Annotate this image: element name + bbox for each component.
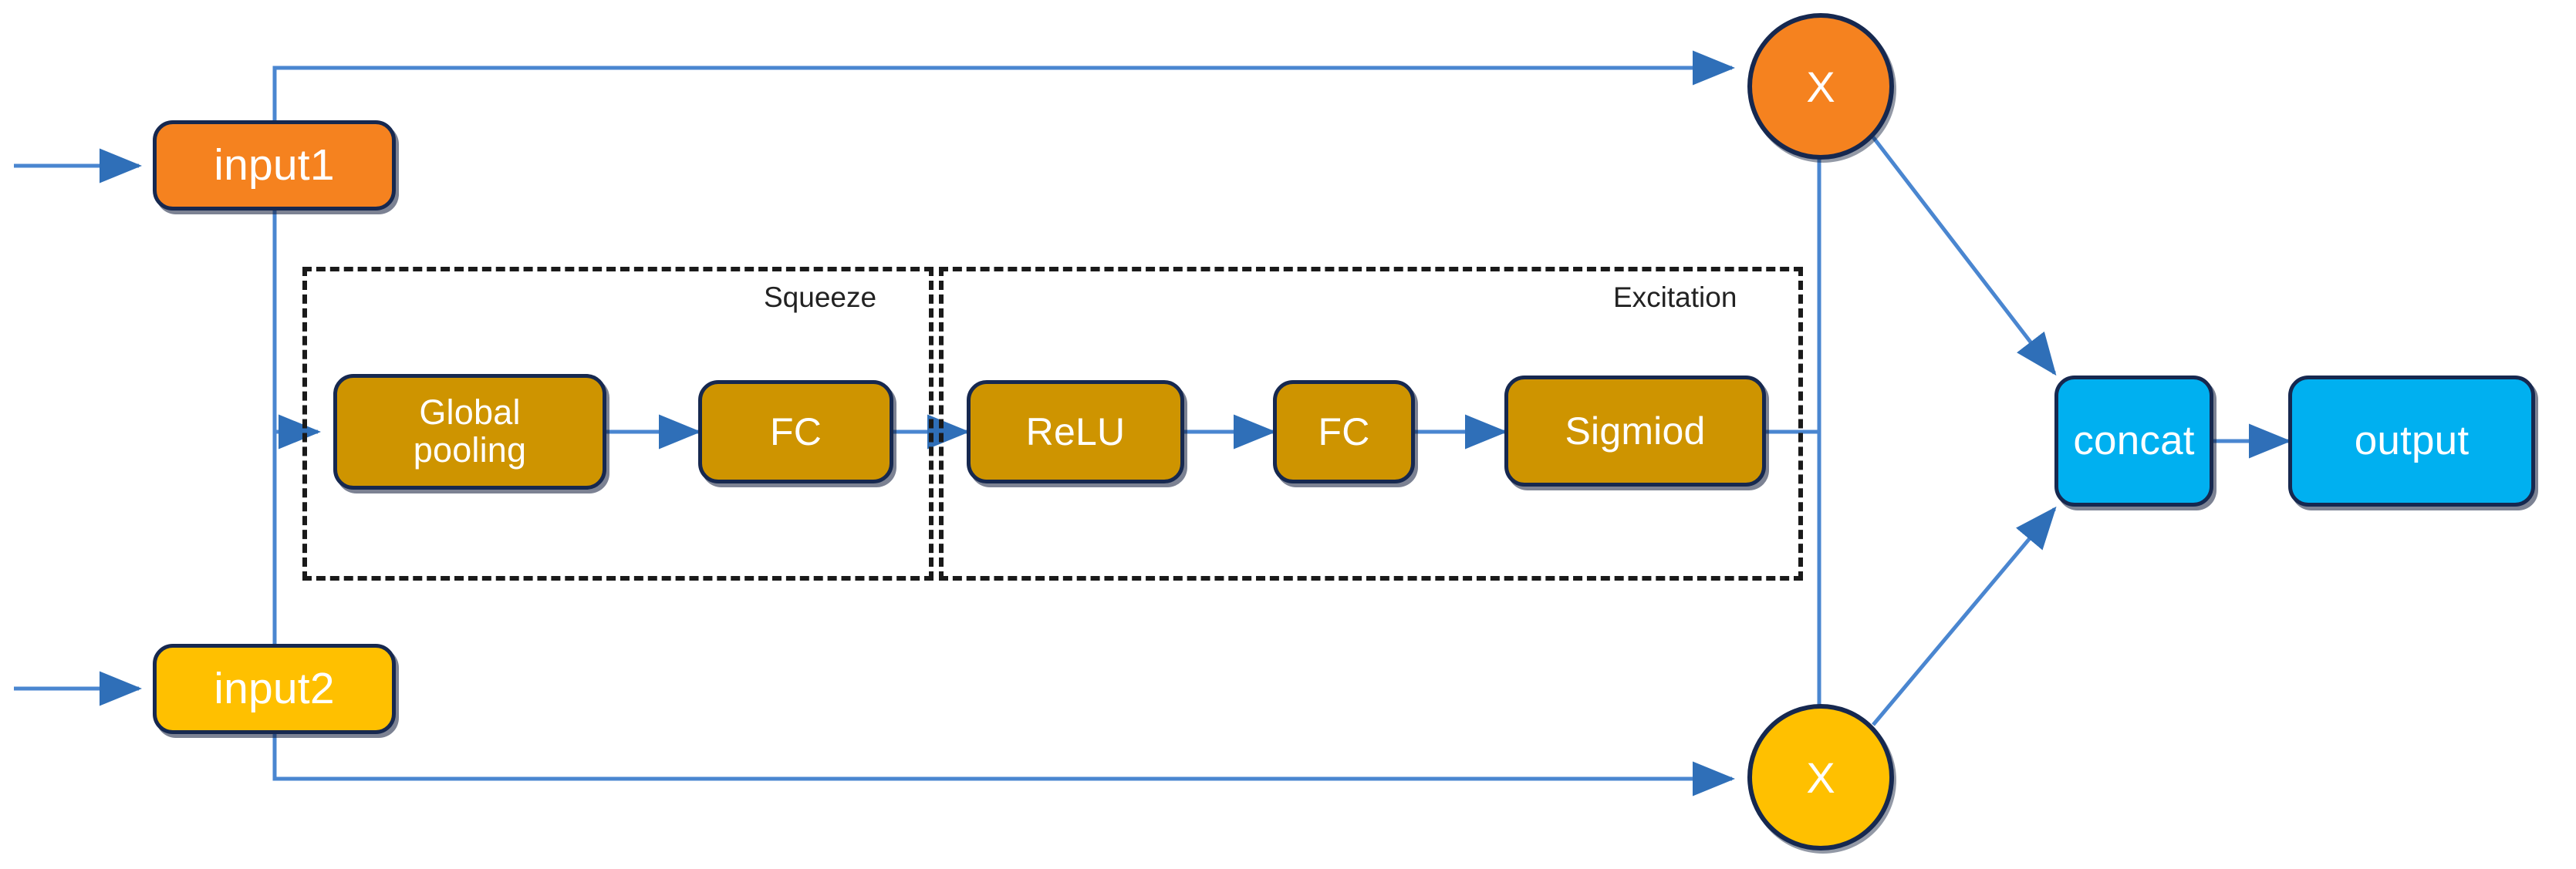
node-global-pooling-label-line2: pooling: [413, 430, 527, 470]
group-label-excitation: Excitation: [1613, 281, 1737, 313]
node-fc2[interactable]: FC: [1273, 380, 1415, 483]
node-global-pooling[interactable]: Global pooling: [333, 374, 606, 490]
node-output-label: output: [2354, 418, 2470, 464]
node-multiply-bottom[interactable]: X: [1747, 704, 1894, 850]
wire-input2-to-multiply-bottom: [272, 720, 1736, 797]
node-concat-label: concat: [2073, 418, 2195, 464]
node-sigmoid[interactable]: Sigmiod: [1504, 376, 1766, 487]
group-label-squeeze: Squeeze: [764, 281, 877, 313]
node-concat[interactable]: concat: [2054, 376, 2213, 507]
wire-input1-to-multiply-top: [272, 50, 1736, 120]
node-sigmoid-label: Sigmiod: [1565, 409, 1706, 453]
node-relu[interactable]: ReLU: [967, 380, 1184, 483]
node-multiply-top[interactable]: X: [1747, 13, 1894, 160]
node-output[interactable]: output: [2288, 376, 2535, 507]
node-input2-label: input2: [214, 663, 335, 713]
node-fc1[interactable]: FC: [698, 380, 893, 483]
wire-multiply-bottom-to-concat: [1872, 506, 2057, 726]
node-multiply-bottom-label: X: [1806, 753, 1835, 802]
node-input1-label: input1: [214, 140, 335, 190]
node-input2[interactable]: input2: [153, 644, 396, 734]
wire-multiply-top-to-concat: [1872, 136, 2057, 376]
node-input1[interactable]: input1: [153, 120, 396, 211]
node-multiply-top-label: X: [1806, 62, 1835, 111]
node-relu-label: ReLU: [1025, 410, 1126, 453]
node-global-pooling-label-line1: Global: [419, 392, 521, 433]
node-fc2-label: FC: [1318, 410, 1370, 453]
node-fc1-label: FC: [769, 410, 822, 453]
